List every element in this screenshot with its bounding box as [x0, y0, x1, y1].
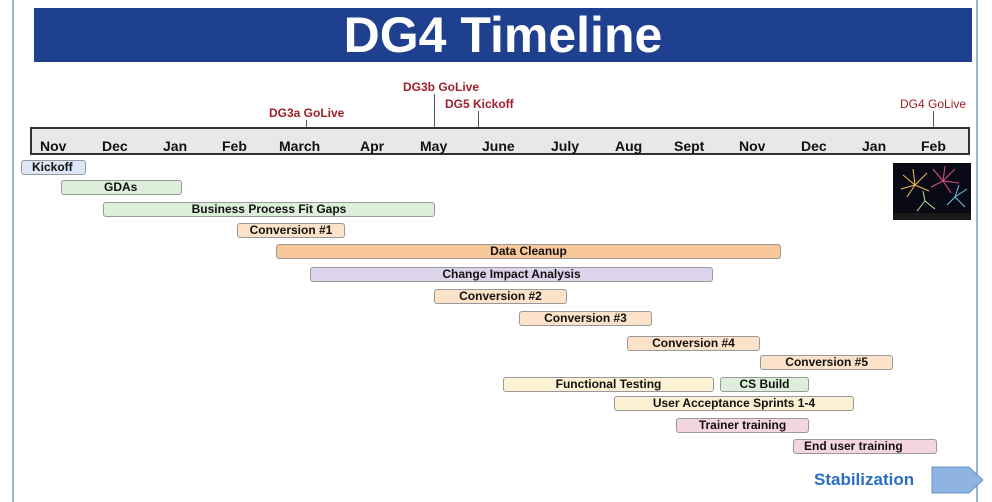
task-bar-conversion-3: Conversion #3: [519, 311, 652, 326]
month-label: Feb: [222, 138, 247, 154]
task-bar-cs-build: CS Build: [720, 377, 809, 392]
milestone-dg3b-label: DG3b GoLive: [403, 80, 480, 94]
month-label: Jan: [862, 138, 887, 154]
task-bar-conversion-5: Conversion #5: [760, 355, 893, 370]
task-bar-conversion-2: Conversion #2: [434, 289, 567, 304]
task-bar-trainer-training: Trainer training: [676, 418, 809, 433]
task-bar-conversion-4: Conversion #4: [627, 336, 760, 351]
fireworks-image: [893, 163, 971, 220]
timeline-axis: [30, 127, 970, 155]
month-label: Sept: [674, 138, 705, 154]
slide-frame: [12, 0, 978, 502]
month-label: Dec: [801, 138, 827, 154]
milestone-dg3a-line: [306, 120, 307, 128]
month-label: June: [482, 138, 515, 154]
milestone-dg5-line: [478, 111, 479, 127]
month-label: Apr: [360, 138, 385, 154]
stabilization-label: Stabilization: [814, 470, 915, 489]
month-label: Nov: [739, 138, 766, 154]
task-bar-user-acceptance-sprints: User Acceptance Sprints 1-4: [614, 396, 854, 411]
month-label: July: [551, 138, 580, 154]
task-bar-kickoff: Kickoff: [21, 160, 86, 175]
task-bar-functional-testing: Functional Testing: [503, 377, 714, 392]
task-bar-business-process-fit-gaps: Business Process Fit Gaps: [103, 202, 435, 217]
milestone-dg5-label: DG5 Kickoff: [445, 97, 514, 111]
page-title: DG4 Timeline: [34, 8, 972, 62]
month-label: Jan: [163, 138, 188, 154]
month-label: Nov: [40, 138, 67, 154]
milestone-dg4-line: [933, 111, 934, 127]
stabilization-arrow-icon: [931, 466, 985, 494]
milestone-dg3b-line: [434, 94, 435, 127]
milestone-dg4-label: DG4 GoLive: [900, 97, 967, 111]
task-bar-conversion-1: Conversion #1: [237, 223, 345, 238]
milestone-dg3a-label: DG3a GoLive: [269, 106, 345, 120]
task-bar-gdas: GDAs: [61, 180, 182, 195]
month-label: March: [279, 138, 321, 154]
task-bar-change-impact-analysis: Change Impact Analysis: [310, 267, 713, 282]
task-bar-data-cleanup: Data Cleanup: [276, 244, 781, 259]
task-bar-end-user-training: End user training: [793, 439, 937, 454]
month-label: Feb: [921, 138, 946, 154]
month-label: Aug: [615, 138, 643, 154]
month-label: May: [420, 138, 448, 154]
month-label: Dec: [102, 138, 128, 154]
